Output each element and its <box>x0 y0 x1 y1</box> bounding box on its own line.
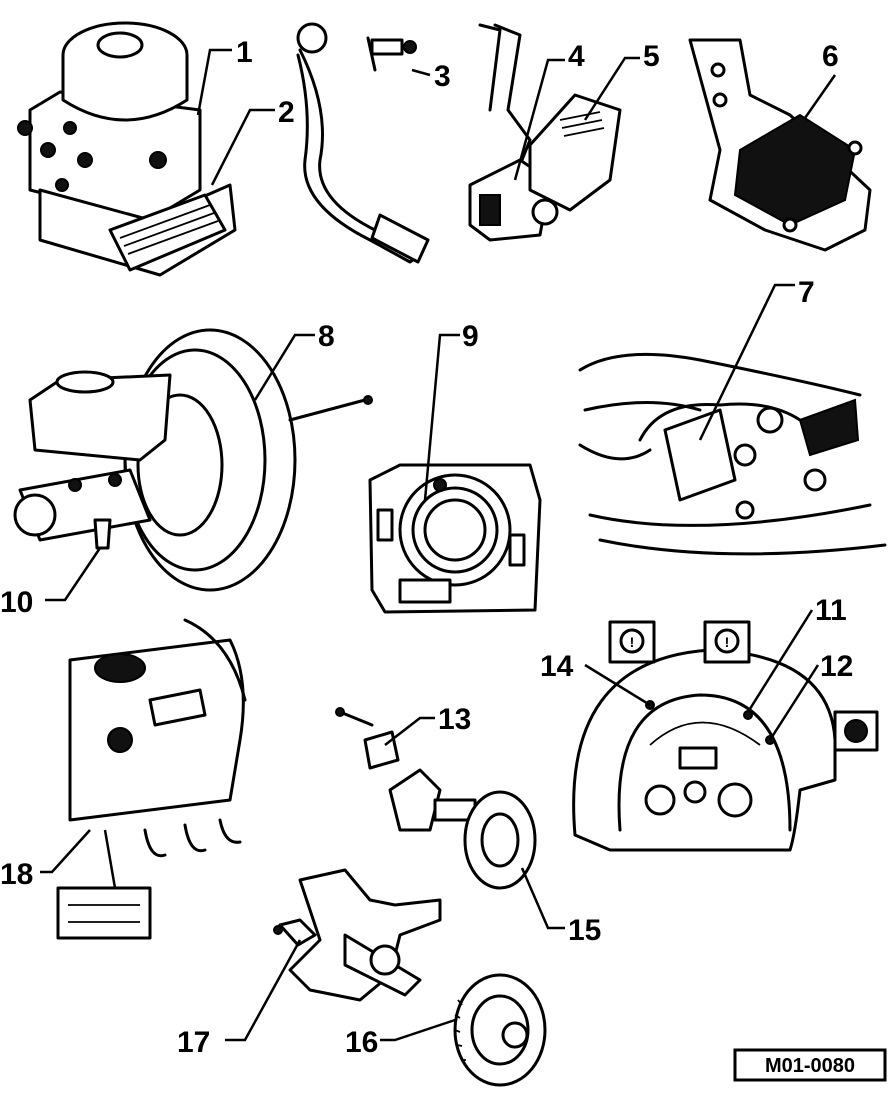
leader-18 <box>40 829 91 874</box>
svg-text:!: ! <box>725 634 730 650</box>
callout-3: 3 <box>434 60 451 93</box>
brake-booster <box>123 328 373 592</box>
front-wheel-hub-with-sensor-ring <box>453 973 547 1087</box>
leader-6 <box>803 74 837 119</box>
leader-15 <box>520 867 565 930</box>
control-unit-with-bracket <box>688 38 872 252</box>
leader-9 <box>423 333 460 501</box>
callout-17: 17 <box>177 1026 210 1059</box>
callout-8: 8 <box>318 320 335 353</box>
leader-1 <box>196 48 232 116</box>
leader-8 <box>253 333 315 401</box>
callout-14: 14 <box>540 650 574 683</box>
callout-12: 12 <box>820 650 853 683</box>
brake-pedal <box>296 22 430 264</box>
callout-11: 11 <box>815 594 847 627</box>
callout-10: 10 <box>0 586 33 619</box>
leader-12 <box>768 664 820 741</box>
leader-3 <box>411 68 431 77</box>
leader-10 <box>45 547 102 602</box>
abs-hydraulic-unit <box>17 21 202 222</box>
brake-warning-lamp-icon: ! <box>608 620 656 664</box>
callout-13: 13 <box>438 703 471 736</box>
leader-11 <box>746 609 814 713</box>
callout-1: 1 <box>236 36 253 69</box>
leader-7 <box>698 283 795 441</box>
reference-code: M01-0080 <box>765 1055 855 1077</box>
speed-sensor-front <box>273 918 317 947</box>
abs-warning-lamp-icon: ! <box>703 620 751 664</box>
reference-code-box: M01-0080 <box>733 1048 887 1082</box>
brake-light-switch <box>366 36 417 72</box>
engine-bay-view <box>578 352 887 556</box>
callout-5: 5 <box>643 40 660 73</box>
abs-control-module <box>38 183 237 277</box>
sensor-module <box>528 93 622 212</box>
callout-7: 7 <box>798 276 815 309</box>
callout-15: 15 <box>568 914 601 947</box>
instrument-cluster <box>572 648 837 852</box>
clock-spring-unit <box>368 463 542 614</box>
leader-16 <box>380 1018 456 1042</box>
callout-6: 6 <box>822 40 839 73</box>
steering-knuckle <box>288 868 442 1002</box>
callout-4: 4 <box>568 40 585 73</box>
master-cylinder-reservoir <box>13 370 172 550</box>
leader-14 <box>584 663 651 707</box>
rear-axle-stub <box>388 768 477 832</box>
dashboard-lower-area <box>68 618 247 858</box>
asr-warning-lamp-icon <box>833 710 879 752</box>
wheel-speed-sensor <box>335 707 400 770</box>
callout-2: 2 <box>278 96 295 129</box>
rear-wheel-hub <box>463 790 537 890</box>
leader-4 <box>513 58 565 181</box>
leader-18b <box>103 829 117 889</box>
svg-text:!: ! <box>630 634 635 650</box>
callout-9: 9 <box>462 320 479 353</box>
leader-5 <box>583 56 640 121</box>
callout-16: 16 <box>345 1026 378 1059</box>
callout-18: 18 <box>0 858 33 891</box>
leader-2 <box>210 108 275 186</box>
leader-17 <box>225 939 302 1042</box>
diagnostic-connector <box>56 886 152 940</box>
leader-13 <box>384 716 435 746</box>
